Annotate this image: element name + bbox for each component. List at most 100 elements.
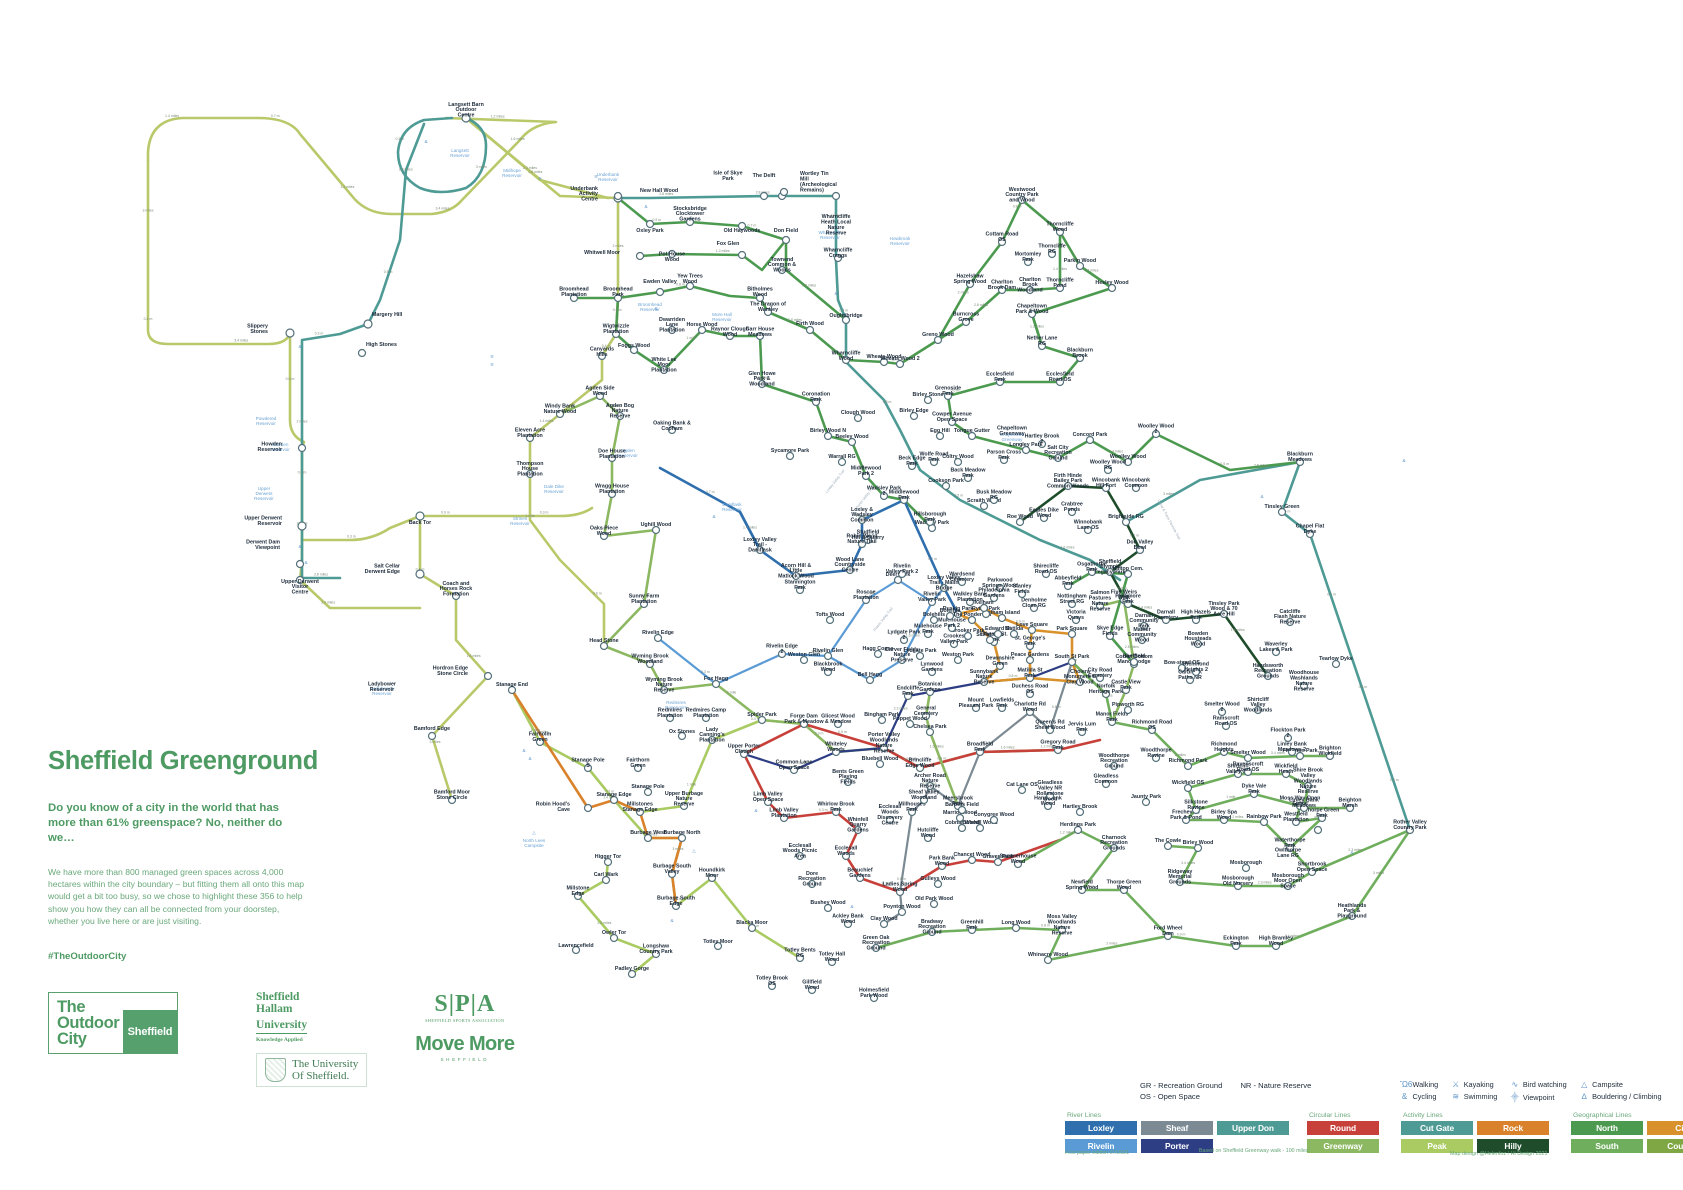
- station-marker[interactable]: [461, 113, 471, 123]
- station-marker[interactable]: [979, 677, 989, 687]
- station-marker[interactable]: [711, 679, 721, 689]
- station-marker[interactable]: [897, 655, 907, 665]
- station-marker[interactable]: [1193, 639, 1203, 649]
- station-marker[interactable]: [1025, 641, 1035, 651]
- station-marker[interactable]: [831, 191, 841, 201]
- station-marker[interactable]: [967, 615, 977, 625]
- station-node[interactable]: Back Tor: [409, 511, 431, 526]
- station-node[interactable]: Park Square: [1057, 626, 1088, 639]
- station-marker[interactable]: [655, 287, 665, 297]
- station-marker[interactable]: [1183, 761, 1193, 771]
- station-marker[interactable]: [1303, 781, 1313, 791]
- station-node[interactable]: Rivelin Glen: [813, 648, 844, 661]
- station-marker[interactable]: [583, 803, 593, 813]
- station-node[interactable]: Burbage West: [630, 830, 666, 843]
- legend-line-chip[interactable]: Country: [1647, 1139, 1683, 1153]
- station-marker[interactable]: [895, 887, 905, 897]
- station-marker[interactable]: [1281, 769, 1291, 779]
- station-marker[interactable]: [633, 763, 643, 773]
- station-marker[interactable]: [1253, 705, 1263, 715]
- station-marker[interactable]: [997, 703, 1007, 713]
- station-node[interactable]: Carl Wark: [594, 872, 619, 885]
- station-node[interactable]: Gulleys Wood: [920, 876, 956, 889]
- station-marker[interactable]: [955, 813, 965, 823]
- station-marker[interactable]: [363, 319, 373, 329]
- station-marker[interactable]: [1249, 789, 1259, 799]
- legend-line-chip[interactable]: Upper Don: [1217, 1121, 1289, 1135]
- station-marker[interactable]: [1241, 863, 1251, 873]
- station-marker[interactable]: [993, 629, 1003, 639]
- station-marker[interactable]: [1191, 615, 1201, 625]
- station-node[interactable]: Fox Hagg: [704, 676, 728, 689]
- station-marker[interactable]: [573, 891, 583, 901]
- station-marker[interactable]: [929, 615, 939, 625]
- station-marker[interactable]: [1055, 283, 1065, 293]
- station-marker[interactable]: [1055, 227, 1065, 237]
- station-marker[interactable]: [297, 521, 307, 531]
- station-marker[interactable]: [763, 307, 773, 317]
- station-marker[interactable]: [989, 815, 999, 825]
- station-marker[interactable]: [1183, 783, 1193, 793]
- station-marker[interactable]: [899, 495, 909, 505]
- legend-line-chip[interactable]: Rivelin: [1065, 1139, 1137, 1153]
- station-marker[interactable]: [863, 535, 873, 545]
- station-marker[interactable]: [1077, 885, 1087, 895]
- station-marker[interactable]: [869, 993, 879, 1003]
- station-marker[interactable]: [1027, 309, 1037, 319]
- station-marker[interactable]: [1139, 621, 1149, 631]
- station-marker[interactable]: [1185, 675, 1195, 685]
- station-marker[interactable]: [1317, 813, 1327, 823]
- station-marker[interactable]: [1063, 581, 1073, 591]
- station-marker[interactable]: [1193, 843, 1203, 853]
- station-marker[interactable]: [1043, 801, 1053, 811]
- station-node[interactable]: Herdings Park: [1060, 822, 1096, 835]
- station-marker[interactable]: [1135, 545, 1145, 555]
- station-node[interactable]: Stanage Pole: [631, 784, 665, 797]
- station-node[interactable]: Oxley Park: [636, 219, 664, 235]
- station-marker[interactable]: [827, 957, 837, 967]
- station-node[interactable]: Corker Bottom: [1115, 654, 1153, 667]
- station-marker[interactable]: [907, 461, 917, 471]
- station-marker[interactable]: [997, 285, 1007, 295]
- station-node[interactable]: Long Wood: [1001, 920, 1031, 933]
- station-marker[interactable]: [1181, 815, 1191, 825]
- station-marker[interactable]: [871, 943, 881, 953]
- station-marker[interactable]: [1137, 635, 1147, 645]
- station-marker[interactable]: [597, 351, 607, 361]
- station-marker[interactable]: [1039, 513, 1049, 523]
- station-node[interactable]: Concord Park: [1073, 432, 1108, 445]
